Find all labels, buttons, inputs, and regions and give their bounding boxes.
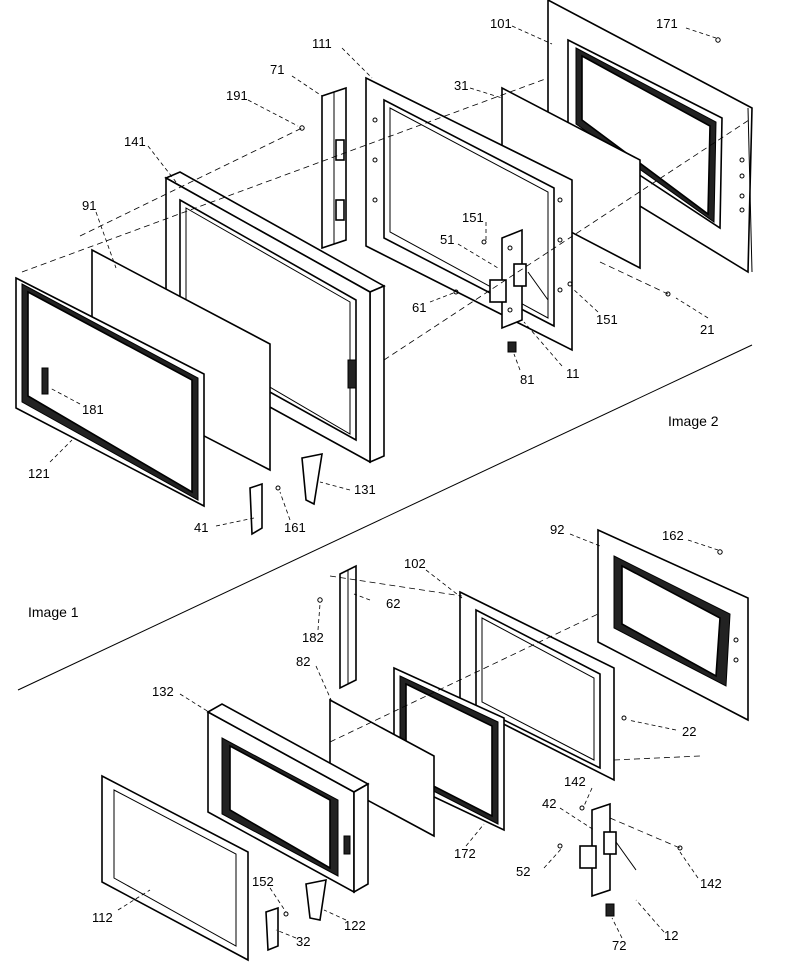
divider-line [17,344,753,691]
small-screws-bottom [283,549,723,917]
label-132: 132 [152,684,174,699]
image-1-assembly [101,528,749,962]
label-182: 182 [302,630,324,645]
part-62-hinge-strip [339,564,357,690]
label-21: 21 [700,322,714,337]
image-2-assembly [15,0,753,536]
part-141-door-frame [164,171,386,464]
part-32-bracket [265,906,279,952]
part-71-hinge-strip [321,86,347,250]
part-12-latch-assembly [579,802,637,898]
part-82-glass [329,698,435,838]
label-101: 101 [490,16,512,31]
label-102: 102 [404,556,426,571]
label-142-top: 142 [564,774,586,789]
label-51: 51 [440,232,454,247]
label-91: 91 [82,198,96,213]
label-92: 92 [550,522,564,537]
part-132-door-frame [206,703,370,894]
label-151-bottom: 151 [596,312,618,327]
label-152: 152 [252,874,274,889]
label-172: 172 [454,846,476,861]
part-121-front-panel [15,276,205,508]
label-52: 52 [516,864,530,879]
part-101-outer-panel [547,0,753,274]
label-121: 121 [28,466,50,481]
part-92-outer-panel [597,528,749,722]
label-22: 22 [682,724,696,739]
part-102-inner-frame [459,590,615,782]
label-161: 161 [284,520,306,535]
label-191: 191 [226,88,248,103]
label-181: 181 [82,402,104,417]
label-112: 112 [92,910,113,925]
label-11: 11 [566,366,580,381]
label-71: 71 [270,62,284,77]
label-72: 72 [612,938,626,953]
small-screws-top [275,37,721,491]
label-42: 42 [542,796,556,811]
label-151-top: 151 [462,210,484,225]
label-32: 32 [296,934,310,949]
label-31: 31 [454,78,468,93]
label-82: 82 [296,654,310,669]
part-41-bracket [249,482,263,536]
label-41: 41 [194,520,208,535]
label-171: 171 [656,16,678,31]
label-162: 162 [662,528,684,543]
caption-image-1: Image 1 [28,604,79,620]
label-81: 81 [520,372,534,387]
part-72-clip [605,903,615,917]
label-142-bottom: 142 [700,876,722,891]
part-112-front-panel [101,774,249,962]
label-131: 131 [354,482,376,497]
label-122: 122 [344,918,366,933]
label-12: 12 [664,928,678,943]
part-122-bracket [305,878,327,921]
label-141: 141 [124,134,146,149]
label-61: 61 [412,300,426,315]
label-111: 111 [312,36,332,51]
label-62: 62 [386,596,400,611]
part-131-bracket [301,452,323,506]
part-11-latch-assembly [489,228,549,330]
part-81-clip [507,341,517,353]
caption-image-2: Image 2 [668,413,719,429]
